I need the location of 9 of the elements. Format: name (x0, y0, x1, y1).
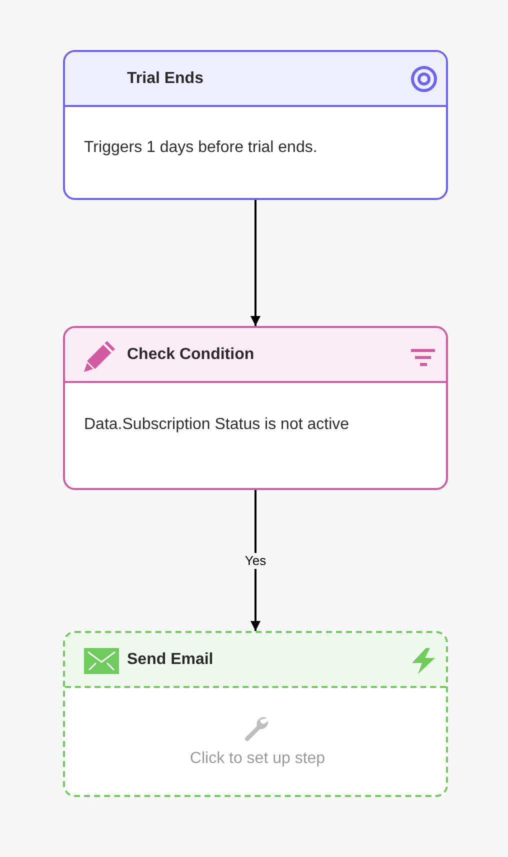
placeholder-text: Click to set up step (188, 749, 326, 769)
step-description: Triggers 1 days before trial ends. (84, 138, 318, 158)
step-card (63, 631, 448, 797)
step-title: Trial Ends (127, 70, 204, 88)
step-card (63, 326, 448, 490)
step-title: Check Condition (127, 346, 254, 364)
step-title: Send Email (127, 651, 214, 669)
step-card (63, 50, 448, 200)
step-description: Data.Subscription Status is not active (84, 415, 350, 435)
